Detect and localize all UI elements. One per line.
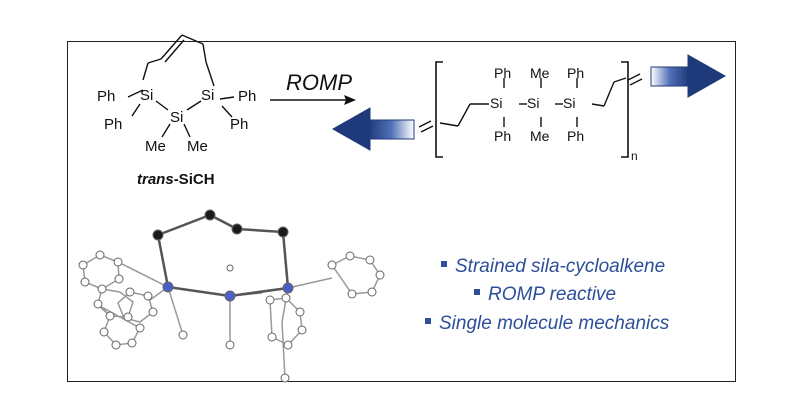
monomer-ph-3: Ph	[104, 116, 123, 133]
monomer-si-left: Si	[140, 87, 154, 104]
reaction-arrow	[270, 95, 356, 105]
feature-text-2: ROMP reactive	[488, 284, 617, 305]
feature-item-3: Single molecule mechanics	[425, 314, 669, 333]
polymer-me-bottom: Me	[530, 128, 550, 144]
polymer-bonds	[418, 73, 643, 133]
monomer-bonds	[127, 34, 235, 138]
bullet-square-icon	[441, 260, 447, 267]
feature-item-1: Strained sila-cycloalkene	[441, 257, 665, 276]
right-blue-arrow	[650, 54, 727, 98]
monomer-name-prefix: trans	[137, 171, 174, 188]
bullet-square-icon	[474, 288, 480, 295]
polymer-brackets	[435, 61, 629, 158]
polymer-subscript-n: n	[631, 149, 638, 163]
polymer-ph-top-1: Ph	[494, 65, 512, 81]
atoms	[78, 209, 385, 383]
polymer-ph-top-2: Ph	[567, 65, 585, 81]
polymer-si-3: Si	[563, 95, 576, 111]
monomer-ph-1: Ph	[97, 88, 116, 105]
monomer-me-2: Me	[187, 138, 208, 155]
monomer-name-suffix: -SiCH	[173, 171, 215, 188]
crystal-structure	[78, 209, 385, 383]
left-blue-arrow	[331, 107, 415, 151]
polymer-si-1: Si	[490, 95, 503, 111]
polymer-me-top: Me	[530, 65, 550, 81]
feature-item-2: ROMP reactive	[474, 285, 616, 304]
romp-arrow-label: ROMP	[286, 70, 352, 95]
monomer-si-right: Si	[201, 87, 215, 104]
monomer-name: trans-SiCH	[137, 171, 215, 188]
monomer-si-center: Si	[170, 109, 184, 126]
polymer-si-2: Si	[527, 95, 540, 111]
polymer-ph-bottom-1: Ph	[494, 128, 512, 144]
feature-text-1: Strained sila-cycloalkene	[455, 256, 666, 277]
core-bonds	[156, 213, 290, 298]
feature-text-3: Single molecule mechanics	[439, 313, 670, 334]
monomer-me-1: Me	[145, 138, 166, 155]
polymer-ph-bottom-2: Ph	[567, 128, 585, 144]
bullet-square-icon	[425, 317, 431, 324]
figure-frame	[67, 41, 736, 382]
monomer-ph-2: Ph	[238, 88, 257, 105]
monomer-ph-4: Ph	[230, 116, 249, 133]
